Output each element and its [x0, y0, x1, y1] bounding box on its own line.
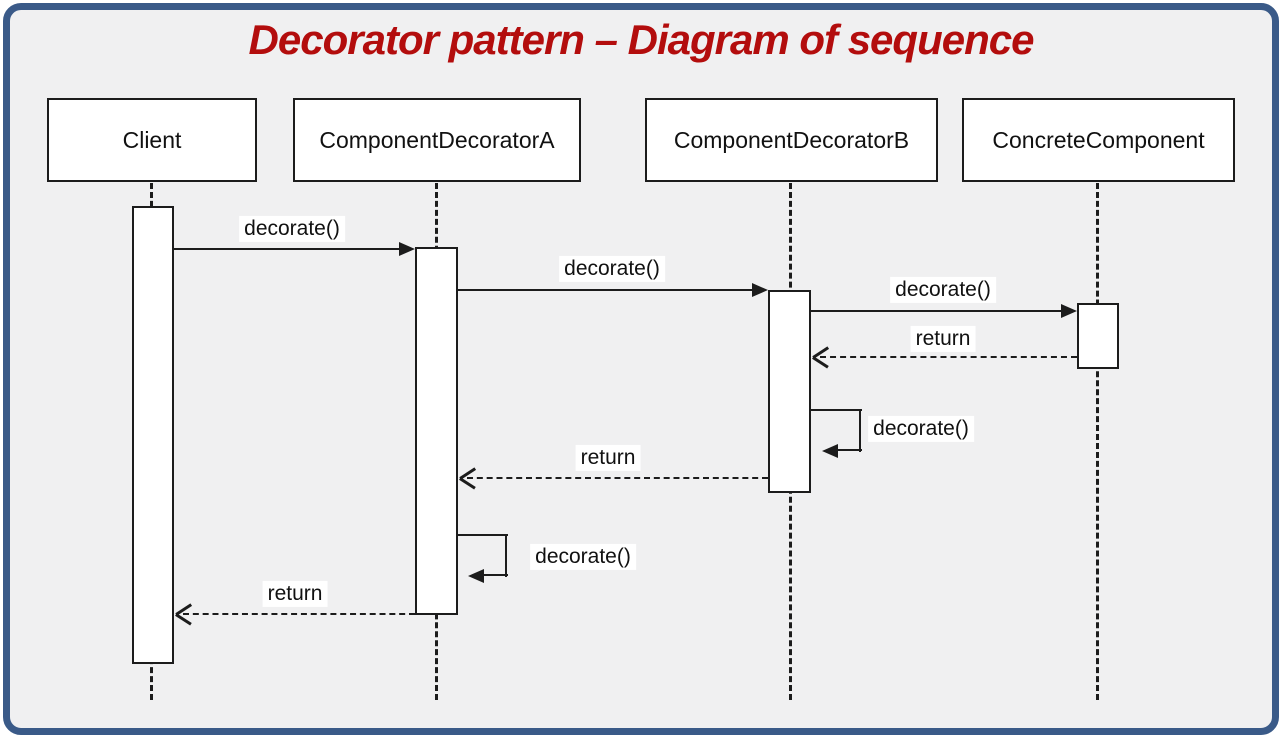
participant-box-client: Client [47, 98, 257, 182]
participant-label-client: Client [122, 126, 182, 153]
activation-bar-client [132, 206, 174, 664]
activation-bar-component-decorator-a [415, 247, 458, 615]
participant-box-component-decorator-a: ComponentDecoratorA [293, 98, 581, 182]
message-label: decorate() [530, 543, 636, 571]
participant-label-concrete-component: ConcreteComponent [992, 126, 1205, 153]
message-line-decorate-a-to-b [458, 289, 754, 291]
message-line-decorate-b-to-cc [811, 310, 1063, 312]
participant-box-component-decorator-b: ComponentDecoratorB [645, 98, 938, 182]
message-label: return [262, 580, 328, 608]
solid-arrowhead-icon [468, 569, 484, 583]
solid-arrowhead-icon [752, 283, 768, 297]
return-line-a-to-client [183, 613, 415, 615]
self-call-a-top-line [457, 534, 508, 536]
solid-arrowhead-icon [822, 444, 838, 458]
self-call-b-right-line [859, 409, 861, 452]
message-label: return [910, 325, 976, 353]
self-call-b-top-line [810, 409, 862, 411]
self-call-a-right-line [505, 534, 507, 577]
return-line-cc-to-b [820, 356, 1077, 358]
activation-bar-component-decorator-b [768, 290, 811, 493]
solid-arrowhead-icon [399, 242, 415, 256]
message-line-decorate-client-to-a [173, 248, 402, 250]
lifeline-concrete-component [1096, 183, 1099, 700]
participant-box-concrete-component: ConcreteComponent [962, 98, 1235, 182]
message-label: return [575, 444, 641, 472]
message-label: decorate() [239, 215, 345, 243]
diagram-title: Decorator pattern – Diagram of sequence [248, 16, 1035, 63]
participant-label-component-decorator-b: ComponentDecoratorB [673, 126, 910, 153]
participant-label-component-decorator-a: ComponentDecoratorA [319, 126, 555, 153]
message-label: decorate() [868, 415, 974, 443]
activation-bar-concrete-component [1077, 303, 1119, 369]
self-call-b-bottom-line [838, 449, 862, 451]
message-label: decorate() [890, 276, 996, 304]
return-line-b-to-a [467, 477, 768, 479]
solid-arrowhead-icon [1061, 304, 1077, 318]
message-label: decorate() [559, 255, 665, 283]
self-call-a-bottom-line [484, 574, 508, 576]
